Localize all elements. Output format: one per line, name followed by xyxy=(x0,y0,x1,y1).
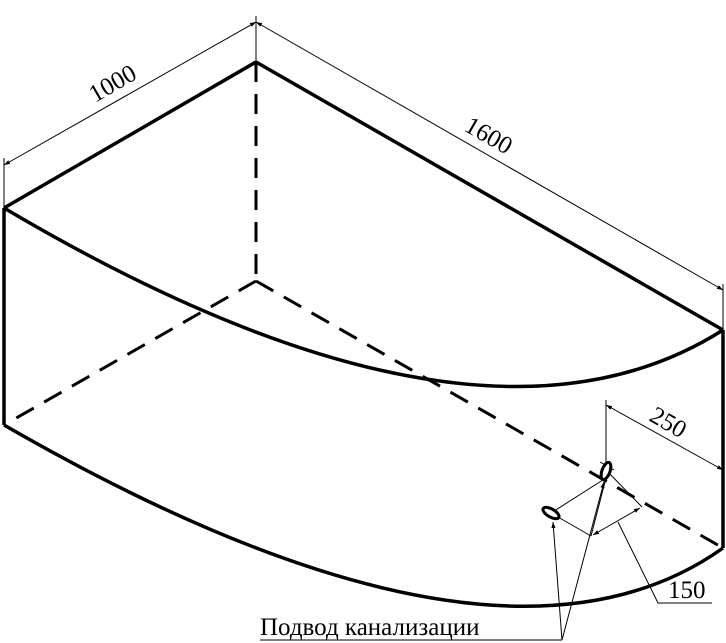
hidden-bottom-right xyxy=(255,279,724,550)
bottom-front-arc xyxy=(3,423,725,608)
top-front-arc xyxy=(3,206,724,389)
tub-outline xyxy=(2,60,725,608)
dim-150-leader xyxy=(617,521,712,604)
hidden-bottom-left xyxy=(3,279,257,427)
dim-250-label: 250 xyxy=(645,402,691,444)
dim-1600-line xyxy=(255,21,724,291)
drain-hole-1 xyxy=(599,460,613,482)
dim-1600-label: 1600 xyxy=(460,112,517,160)
dim-1000-label: 1000 xyxy=(85,60,142,108)
dim-1000-line xyxy=(3,21,257,166)
drain-annotation-label: Подвод канализации xyxy=(260,614,479,641)
drain-hole-2 xyxy=(541,505,561,521)
drain-holes xyxy=(541,460,613,521)
hidden-edges xyxy=(3,62,724,550)
dim-150-label: 150 xyxy=(668,577,706,604)
dimension-lines xyxy=(3,16,724,604)
annotation-leaders xyxy=(260,481,605,641)
top-right-edge xyxy=(255,60,724,332)
dim-150-line xyxy=(592,507,641,536)
dim-250-line xyxy=(605,404,724,471)
